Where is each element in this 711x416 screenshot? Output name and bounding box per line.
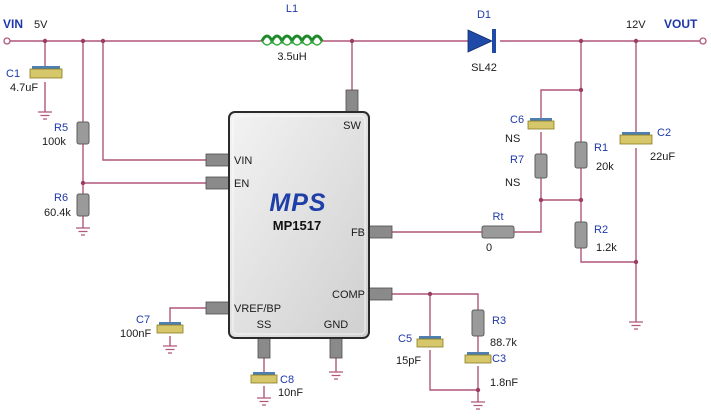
net-label-vin: VIN xyxy=(3,17,23,31)
ground-icon xyxy=(76,227,90,236)
pin-label-ss: SS xyxy=(257,319,272,331)
net-label-vin-voltage: 5V xyxy=(34,19,48,31)
wires xyxy=(10,40,700,402)
c1-value: 4.7uF xyxy=(10,82,38,94)
c2-ref: C2 xyxy=(657,127,671,139)
c3-ref: C3 xyxy=(492,353,506,365)
r2-ref: R2 xyxy=(594,224,608,236)
c5-value: 15pF xyxy=(396,355,421,367)
c7-value: 100nF xyxy=(120,328,151,340)
resistor-r3[interactable] xyxy=(471,309,485,337)
pin-ss xyxy=(257,335,271,359)
pin-label-gnd: GND xyxy=(324,319,349,331)
capacitor-c2[interactable] xyxy=(619,132,653,145)
pin-vin xyxy=(205,153,231,167)
ground-icon xyxy=(163,345,177,354)
resistor-r7[interactable] xyxy=(534,153,548,179)
ground-icon xyxy=(38,111,52,120)
pin-label-sw: SW xyxy=(343,120,361,132)
inductor-l1[interactable] xyxy=(260,34,324,46)
chip-part-number: MP1517 xyxy=(273,218,321,233)
r7-ref: R7 xyxy=(510,154,524,166)
c8-value: 10nF xyxy=(278,387,303,399)
pin-label-vin: VIN xyxy=(234,155,252,167)
rt-value: 0 xyxy=(486,242,492,254)
c6-ref: C6 xyxy=(510,114,524,126)
junctions xyxy=(42,38,639,393)
capacitor-c5[interactable] xyxy=(416,336,444,348)
mps-logo: MPS xyxy=(269,189,326,217)
c2-value: 22uF xyxy=(650,151,675,163)
r7-value: NS xyxy=(505,177,520,189)
pin-label-vref-bp: VREF/BP xyxy=(234,303,281,315)
d1-value: SL42 xyxy=(471,62,497,74)
r6-value: 60.4k xyxy=(44,207,71,219)
capacitor-c7[interactable] xyxy=(156,322,184,334)
ground-icon xyxy=(257,397,271,406)
capacitor-c8[interactable] xyxy=(250,372,278,384)
c6-value: NS xyxy=(505,133,520,145)
capacitor-c6[interactable] xyxy=(527,118,555,130)
r6-ref: R6 xyxy=(54,192,68,204)
capacitor-c1[interactable] xyxy=(29,66,63,79)
rt-ref: Rt xyxy=(493,211,504,223)
r1-value: 20k xyxy=(596,161,614,173)
r1-ref: R1 xyxy=(594,142,608,154)
pin-comp xyxy=(367,287,393,301)
pin-label-comp: COMP xyxy=(332,289,365,301)
pin-en xyxy=(205,176,231,190)
resistor-r2[interactable] xyxy=(574,221,588,249)
l1-ref: L1 xyxy=(286,3,298,15)
c8-ref: C8 xyxy=(280,374,294,386)
ground-icon xyxy=(329,371,343,380)
d1-ref: D1 xyxy=(477,9,491,21)
pin-label-en: EN xyxy=(234,178,249,190)
l1-value: 3.5uH xyxy=(277,51,306,63)
net-label-vout-voltage: 12V xyxy=(626,19,646,31)
r2-value: 1.2k xyxy=(596,242,617,254)
c7-ref: C7 xyxy=(136,314,150,326)
resistor-rt[interactable] xyxy=(481,225,515,239)
r5-ref: R5 xyxy=(54,122,68,134)
resistor-r6[interactable] xyxy=(76,193,90,217)
pin-fb xyxy=(367,225,393,239)
resistor-r5[interactable] xyxy=(76,121,90,145)
pin-gnd xyxy=(329,335,343,359)
resistor-r1[interactable] xyxy=(574,141,588,169)
ground-symbols xyxy=(38,111,643,410)
capacitor-c3[interactable] xyxy=(464,352,492,364)
r3-value: 88.7k xyxy=(490,337,517,349)
ground-icon xyxy=(471,401,485,410)
pin-sw xyxy=(345,89,359,113)
r3-ref: R3 xyxy=(492,315,506,327)
pin-vref-bp xyxy=(205,301,231,315)
c1-ref: C1 xyxy=(6,68,20,80)
vout-terminal xyxy=(699,37,707,45)
diode-d1[interactable] xyxy=(467,29,496,53)
pin-label-fb: FB xyxy=(351,227,365,239)
mp1517-chip[interactable]: MPS MP1517 SW VIN EN FB VREF/BP COMP SS … xyxy=(205,89,393,359)
c5-ref: C5 xyxy=(398,333,412,345)
vin-terminal xyxy=(3,37,11,45)
net-label-vout: VOUT xyxy=(664,17,698,31)
c3-value: 1.8nF xyxy=(490,377,518,389)
ground-icon xyxy=(629,321,643,330)
r5-value: 100k xyxy=(42,136,66,148)
